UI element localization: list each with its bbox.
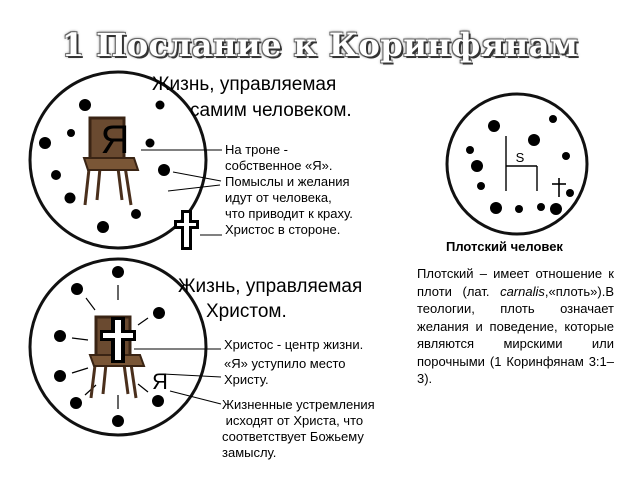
note-line: собственное «Я». (225, 158, 333, 173)
dot (97, 221, 109, 233)
note-line: Помыслы и желания (225, 174, 350, 189)
dot (158, 164, 170, 176)
note-line: На троне - (225, 142, 288, 157)
dot (54, 370, 66, 382)
self-life-heading-line1: Жизнь, управляемая (152, 74, 337, 95)
dot (152, 395, 164, 407)
note-line: соответствует Божьему (222, 429, 364, 444)
christ-life-heading-line2: Христом. (206, 301, 287, 322)
dot (488, 120, 500, 132)
chair-icon (82, 116, 140, 206)
dot (515, 205, 523, 213)
dot (67, 129, 75, 137)
self-aside-letter: Я (152, 369, 168, 394)
dot (550, 203, 562, 215)
christ-life-dots (54, 266, 165, 427)
dot (71, 283, 83, 295)
self-on-throne-letter: Я (101, 118, 130, 162)
note-line: замыслу. (222, 445, 277, 460)
dot (528, 134, 540, 146)
dot (490, 202, 502, 214)
note-line: идут от человека, (225, 190, 332, 205)
note-line: «Я» уступило место (224, 356, 346, 371)
self-life-notes: На троне - собственное «Я». Помыслы и же… (225, 142, 353, 238)
note-line: что приводит к краху. (225, 206, 353, 221)
self-life-heading-line2: самим человеком. (190, 100, 352, 121)
carnal-caption: Плотский человек (446, 239, 563, 254)
self-life-dots (39, 99, 170, 233)
cross-icon (174, 210, 199, 250)
dot (64, 192, 76, 204)
dot (155, 100, 165, 110)
note-line: Христу. (224, 372, 269, 387)
note-line: Христос в стороне. (225, 222, 341, 237)
dot (549, 115, 557, 123)
christ-life-spokes (71, 285, 149, 409)
dot (537, 203, 545, 211)
dot (566, 189, 574, 197)
definition-rest: ,«плоть»).В теологии, плоть означает жел… (417, 283, 614, 387)
carnal-circle (445, 92, 589, 236)
dot (477, 182, 485, 190)
dot (112, 266, 124, 278)
carnal-chair-lines (505, 136, 538, 191)
dot (131, 209, 141, 219)
definition-lead: Плотский – имеет отношение к плоти (лат. (417, 266, 614, 299)
dot (471, 160, 483, 172)
page-title: 1 Послание к Коринфянам (61, 26, 579, 64)
note-line: Жизненные устремления (222, 397, 375, 412)
carnal-s-letter: S (516, 150, 525, 165)
dot (466, 146, 474, 154)
note-line: исходят от Христа, что (222, 413, 364, 428)
dot (145, 138, 155, 148)
dot (79, 99, 91, 111)
dot (39, 137, 51, 149)
dot (562, 152, 570, 160)
dot (70, 397, 82, 409)
small-cross-icon (552, 178, 566, 197)
dot (112, 415, 124, 427)
definition-latin: carnalis (500, 283, 545, 299)
christ-life-notes-1: Христос - центр жизни. «Я» уступило мест… (224, 337, 363, 388)
christ-life-heading-line1: Жизнь, управляемая (178, 276, 363, 297)
cross-on-throne-icon (100, 317, 136, 363)
carnal-dots (466, 115, 574, 215)
dot (54, 330, 66, 342)
dot (51, 170, 61, 180)
carnal-definition: Плотский – имеет отношение к плоти (лат.… (417, 265, 614, 388)
pointer-lines-1 (141, 149, 222, 236)
christ-life-notes-2: Жизненные устремления исходят от Христа,… (222, 397, 375, 461)
note-line: Христос - центр жизни. (224, 337, 364, 352)
dot (153, 307, 165, 319)
pointer-lines-2 (134, 348, 222, 405)
